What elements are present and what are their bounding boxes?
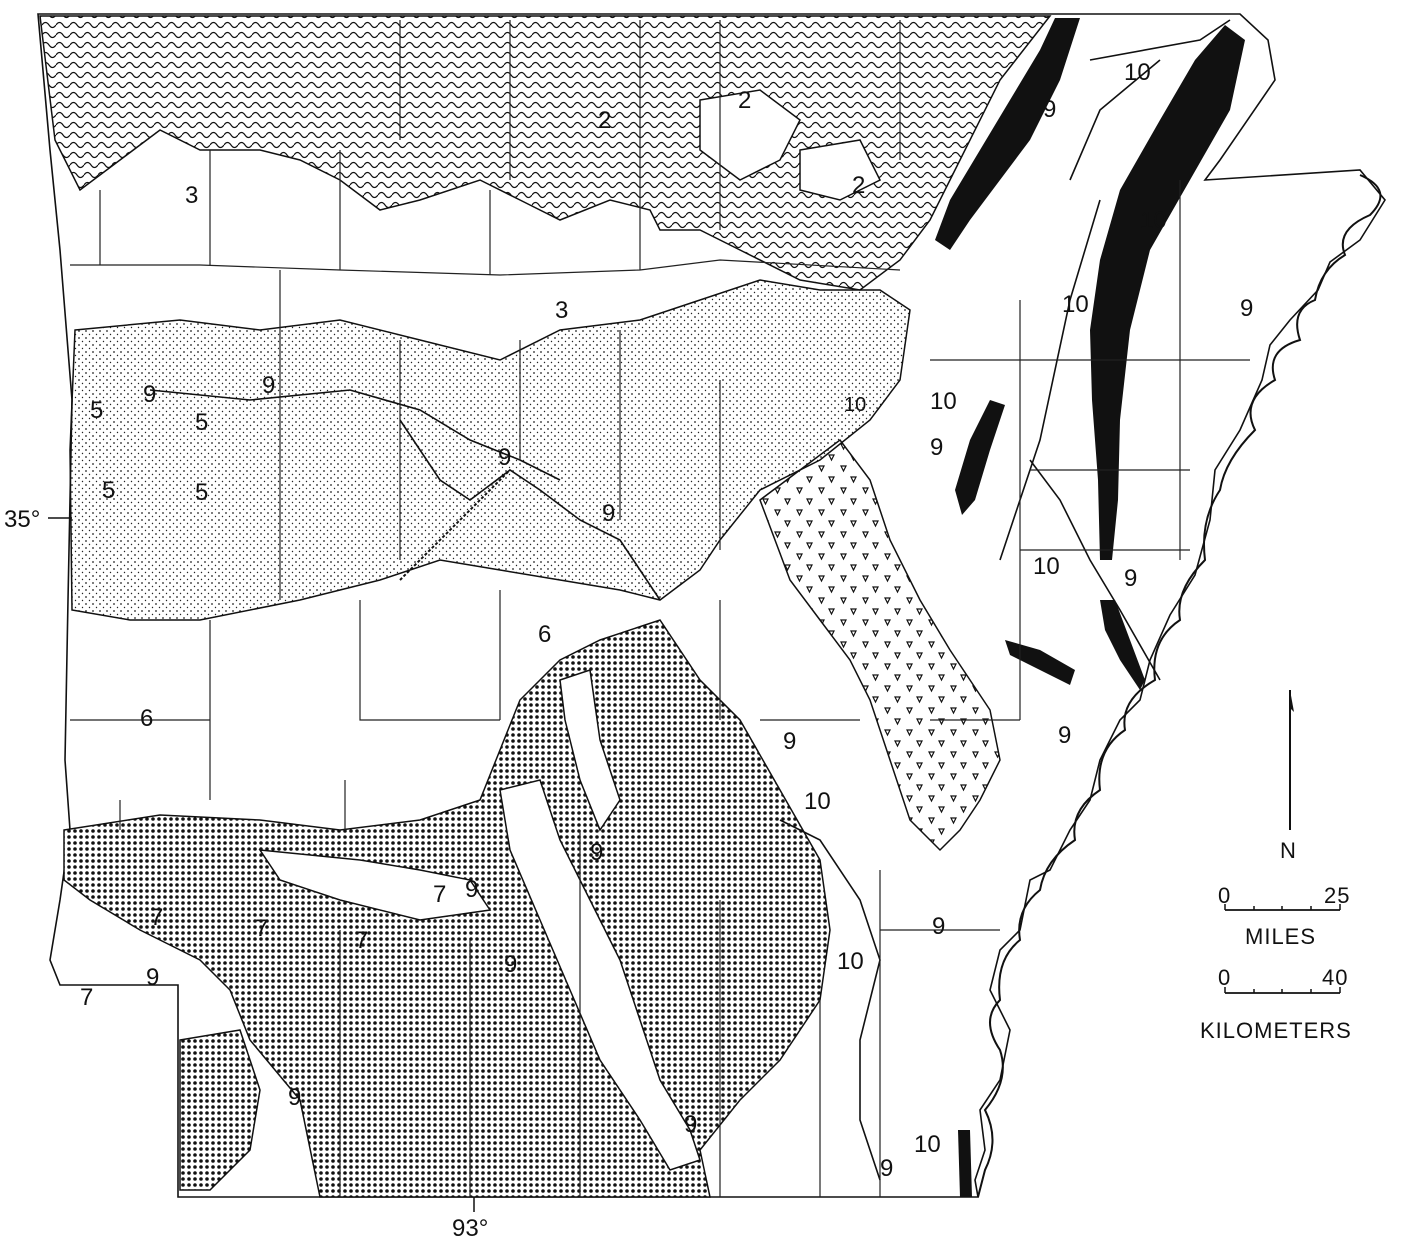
unit-label-10b: 10: [1140, 207, 1167, 234]
unit-label-9o: 9: [932, 913, 945, 940]
unit-label-7c: 7: [355, 927, 368, 954]
unit-solid-black-ridge-f: [958, 1130, 972, 1197]
scale-miles-max: 25: [1324, 883, 1350, 908]
unit-label-5d: 5: [195, 479, 208, 506]
unit-label-2c: 2: [852, 172, 865, 199]
unit-stipple-region: [69, 279, 911, 621]
unit-label-9b: 9: [1240, 295, 1253, 322]
unit-2-lobe: [699, 89, 801, 181]
north-label: N: [1280, 838, 1297, 863]
unit-label-9a: 9: [1043, 96, 1056, 123]
unit-wavy-region: [39, 15, 1052, 291]
unit-label-10c: 10: [1062, 291, 1089, 318]
unit-label-5c: 5: [102, 477, 115, 504]
unit-label-9q: 9: [684, 1111, 697, 1138]
unit-label-3b: 3: [555, 297, 568, 324]
unit-label-6b: 6: [140, 705, 153, 732]
county-lines: [70, 20, 1250, 1197]
unit-label-7d: 7: [433, 881, 446, 908]
scale-bar-miles: 0 25 MILES: [1218, 883, 1350, 949]
scale-miles-unit: MILES: [1245, 924, 1316, 949]
state-outline: [37, 13, 1386, 1198]
mississippi-river: [977, 174, 1382, 1198]
unit-label-10h: 10: [914, 1131, 941, 1158]
longitude-label: 93°: [452, 1215, 488, 1242]
unit-label-2a: 2: [598, 107, 611, 134]
unit-crossdot-lobe: [179, 1029, 261, 1191]
unit-label-10a: 10: [1124, 59, 1151, 86]
north-arrow-head-icon: [1290, 690, 1294, 712]
unit-label-7b: 7: [255, 915, 268, 942]
unit-label-7e: 7: [80, 984, 93, 1011]
unit-triangle-region: [759, 438, 1001, 852]
unit-label-10d: 10: [930, 388, 957, 415]
unit-label-9p: 9: [288, 1084, 301, 1111]
unit-label-9f: 9: [602, 500, 615, 527]
unit-label-10f: 10: [804, 788, 831, 815]
unit-label-9g: 9: [930, 434, 943, 461]
scale-km-zero: 0: [1218, 965, 1231, 990]
unit-solid-black-ridge-e: [1005, 640, 1075, 685]
unit-label-7a: 7: [150, 904, 163, 931]
unit-9-corridor-c: [258, 849, 492, 921]
unit-label-10g: 10: [837, 948, 864, 975]
unit-label-9i: 9: [1058, 722, 1071, 749]
unit-label-5a: 5: [90, 397, 103, 424]
unit-2-lobe-b: [799, 139, 882, 201]
unit-label-9m: 9: [504, 951, 517, 978]
unit-solid-black-ridge-c: [955, 400, 1005, 515]
unit-label-9j: 9: [783, 728, 796, 755]
unit-label-9l: 9: [465, 876, 478, 903]
unit-label-9e: 9: [498, 444, 511, 471]
unit-label-10i: 10: [844, 394, 866, 416]
unit-label-9d: 9: [143, 381, 156, 408]
unit-label-6a: 6: [538, 621, 551, 648]
scale-miles-zero: 0: [1218, 883, 1231, 908]
unit-solid-black-ridge-d: [1100, 600, 1145, 690]
scale-km-unit: KILOMETERS: [1200, 1018, 1352, 1043]
unit-label-9k: 9: [590, 839, 603, 866]
unit-label-9n: 9: [146, 964, 159, 991]
unit-9-corridor-b: [559, 669, 621, 832]
unit-solid-black-ridge-a: [935, 18, 1080, 250]
unit-boundary-9-river: [399, 419, 661, 601]
unit-solid-black-ridge-b: [1090, 25, 1245, 560]
unit-label-2b: 2: [738, 87, 751, 114]
unit-label-10e: 10: [1033, 553, 1060, 580]
unit-label-3a: 3: [185, 182, 198, 209]
unit-boundary-10b: [1029, 459, 1161, 681]
scale-km-max: 40: [1322, 965, 1348, 990]
unit-label-9r: 9: [880, 1155, 893, 1182]
unit-9-corridor: [499, 779, 701, 1171]
scale-bar-kilometers: 0 40 KILOMETERS: [1200, 965, 1352, 1043]
north-arrow: N: [1280, 690, 1297, 863]
unit-label-9c: 9: [262, 372, 275, 399]
unit-label-5b: 5: [195, 409, 208, 436]
unit-label-9h: 9: [1124, 565, 1137, 592]
latitude-label: 35°: [4, 506, 40, 533]
